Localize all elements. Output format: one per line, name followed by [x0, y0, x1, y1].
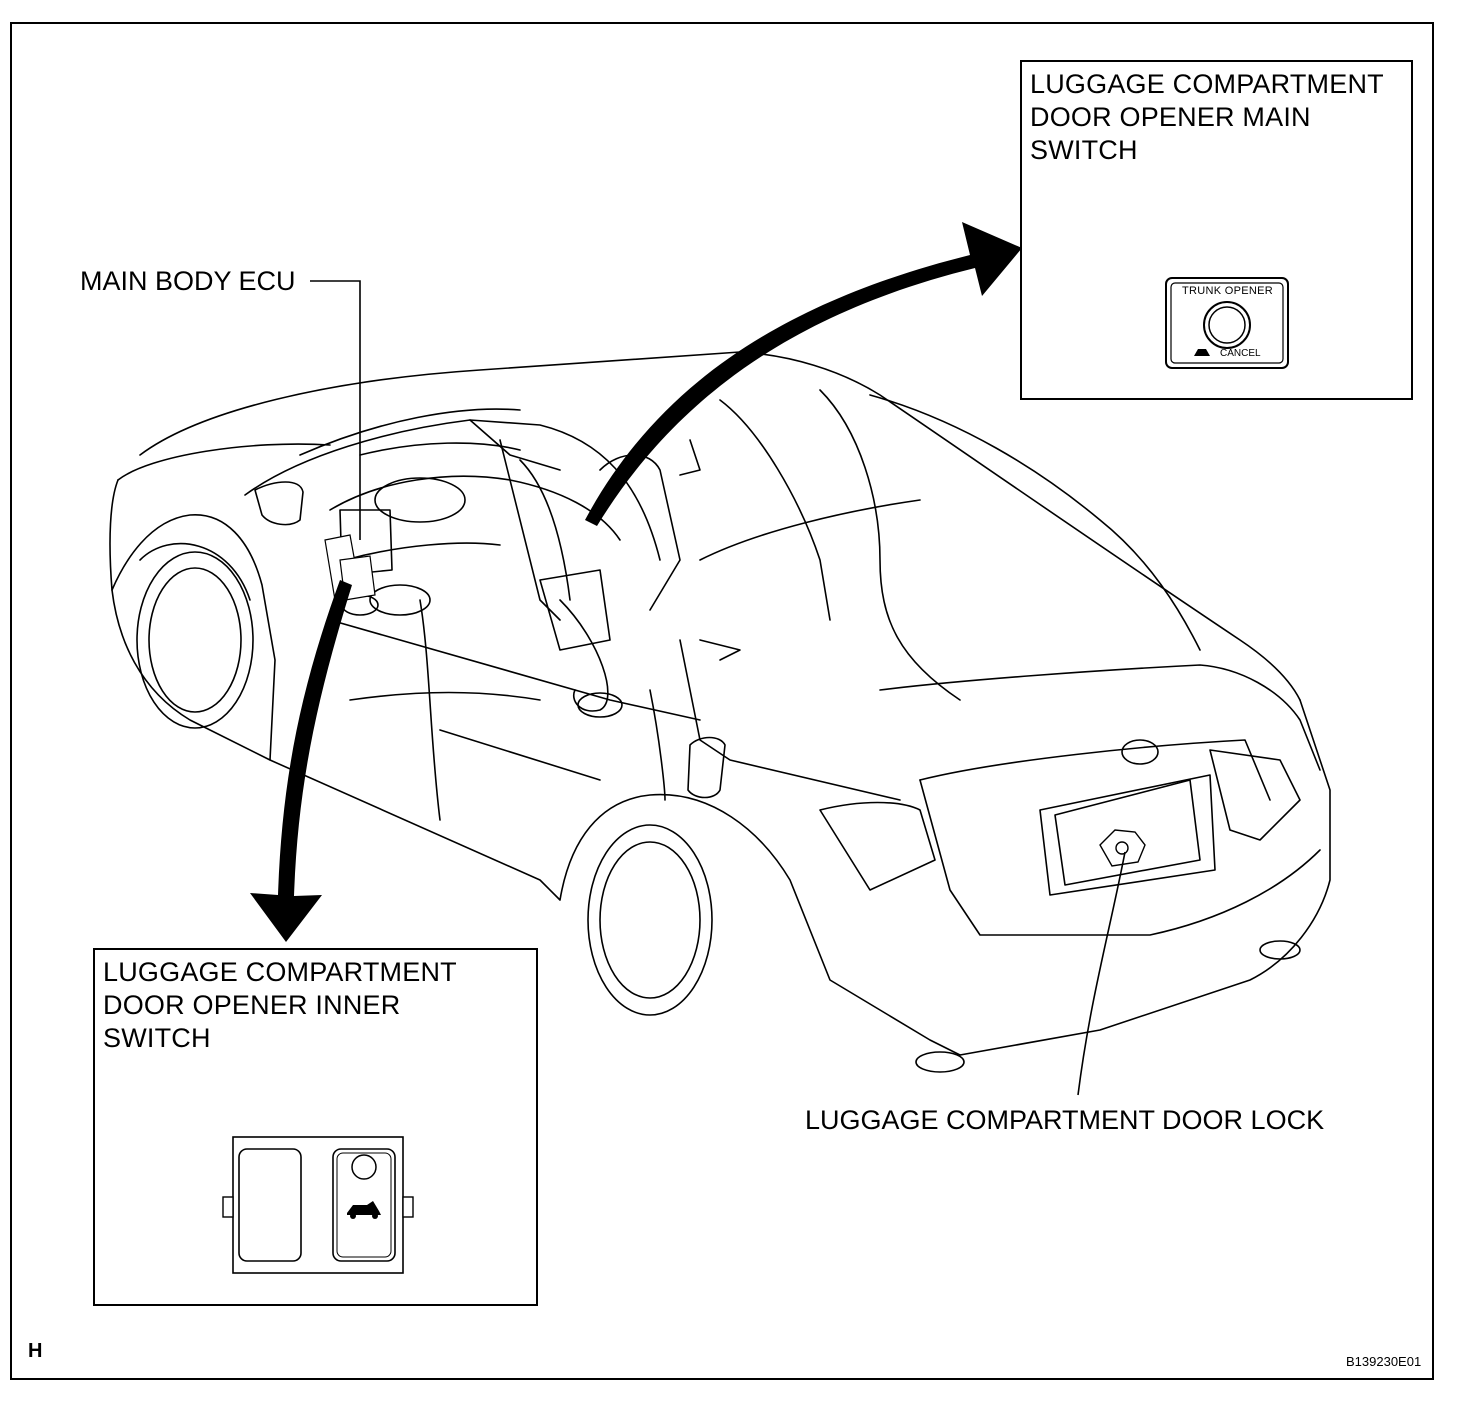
arrow-to-inner-switch [250, 580, 352, 942]
main-body-ecu-label: MAIN BODY ECU [80, 266, 296, 296]
corner-mark: H [28, 1340, 43, 1362]
main-switch-title: LUGGAGE COMPARTMENT DOOR OPENER MAIN SWI… [1030, 69, 1384, 165]
drawing-frame [10, 22, 1434, 1380]
side-mirror [254, 481, 304, 526]
main-switch-callout: LUGGAGE COMPARTMENT DOOR OPENER MAIN SWI… [1020, 60, 1413, 400]
cancel-text: CANCEL [1220, 348, 1261, 359]
inner-switch-panel [222, 1136, 414, 1274]
door-lock-label: LUGGAGE COMPARTMENT DOOR LOCK [805, 1105, 1325, 1135]
arrow-to-main-switch [585, 222, 1022, 526]
car-trunk-open-icon [347, 1201, 381, 1219]
door-lock-part [1099, 829, 1146, 867]
trunk-lock-icon [1194, 349, 1210, 356]
fuel-door [687, 736, 726, 799]
trunk-lid [879, 664, 1321, 771]
license-plate [1054, 779, 1201, 886]
inner-switch-callout: LUGGAGE COMPARTMENT DOOR OPENER INNER SW… [93, 948, 538, 1306]
ecu-leader-line [310, 280, 361, 540]
trunk-opener-switch [1165, 277, 1289, 369]
rear-wheel [587, 824, 713, 1016]
front-wheel [136, 551, 254, 729]
car-body-side [109, 479, 961, 1056]
door-lock-leader-line [1077, 851, 1126, 1096]
inner-switch-title: LUGGAGE COMPARTMENT DOOR OPENER INNER SW… [103, 957, 457, 1053]
figure-id: B139230E01 [1346, 1354, 1422, 1369]
trunk-opener-text: TRUNK OPENER [1182, 285, 1273, 297]
car-roof-outline [139, 351, 1301, 701]
